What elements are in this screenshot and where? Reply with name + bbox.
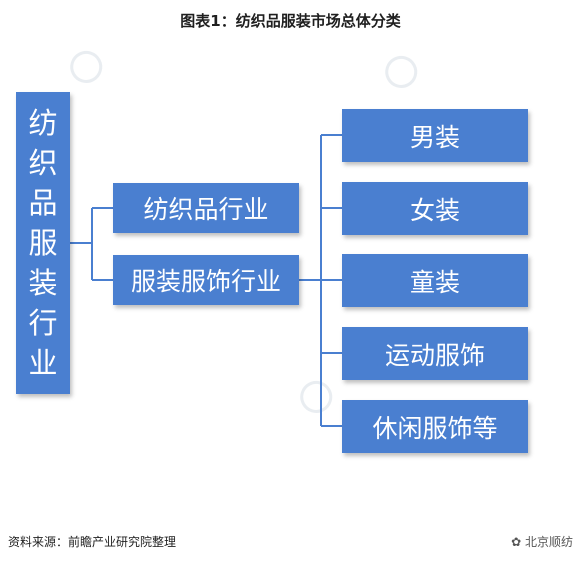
source-note: 资料来源：前瞻产业研究院整理 (8, 535, 177, 549)
leaf-node-womenswear: 女装 (342, 182, 528, 235)
root-char: 纺 (28, 106, 58, 140)
chart-title: 图表1：纺织品服装市场总体分类 (180, 12, 401, 30)
wechat-icon: ✿ (511, 535, 522, 549)
node-label: 男装 (409, 122, 460, 152)
root-char: 业 (28, 346, 58, 380)
node-label: 纺织品行业 (143, 195, 269, 224)
brand-watermark: ✿ 北京顺纺 (511, 533, 573, 550)
leaf-node-sportswear: 运动服饰 (342, 327, 528, 380)
root-char: 品 (28, 186, 58, 220)
leaf-node-kidswear: 童装 (342, 254, 528, 307)
node-label: 童装 (409, 267, 460, 297)
leaf-node-menswear: 男装 (342, 109, 528, 162)
brand-label: 北京顺纺 (524, 535, 573, 549)
node-label: 运动服饰 (384, 340, 485, 370)
root-char: 行 (28, 306, 58, 340)
leaf-node-casualwear: 休闲服饰等 (342, 400, 528, 453)
root-char: 装 (28, 266, 58, 300)
node-label: 女装 (409, 195, 460, 225)
root-char: 服 (28, 226, 58, 260)
node-textile-industry: 纺织品行业 (113, 183, 299, 233)
node-label: 服装服饰行业 (130, 267, 281, 296)
root-char: 织 (28, 146, 58, 180)
node-label: 休闲服饰等 (372, 413, 498, 443)
node-apparel-industry: 服装服饰行业 (113, 255, 299, 305)
root-node-textile-apparel-industry: 纺 织 品 服 装 行 业 (16, 92, 70, 394)
